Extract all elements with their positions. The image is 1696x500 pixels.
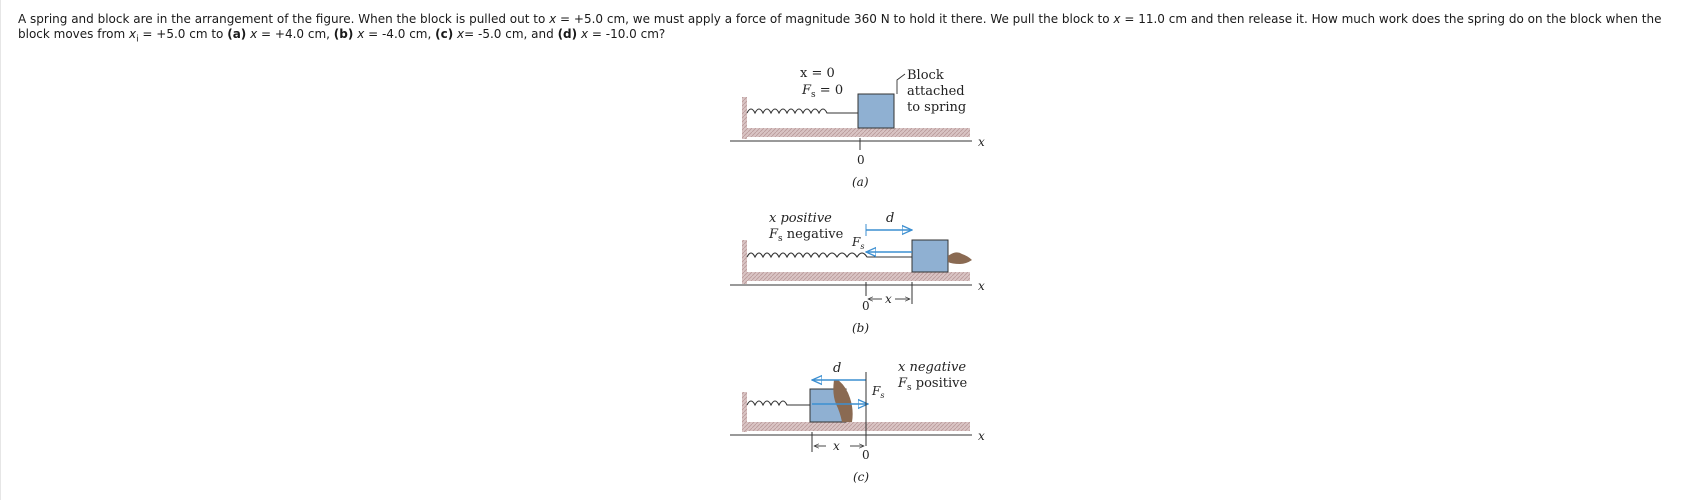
callout-line: [896, 73, 906, 94]
part-b-label: (b): [333, 27, 354, 41]
var-x: x: [549, 12, 557, 26]
part-a-label: (a): [227, 27, 247, 41]
label-x-positive: x positive: [769, 211, 832, 226]
panel-b: x positive Fs negative d Fs x x 0 (b): [730, 211, 985, 335]
block: [857, 93, 895, 129]
wall: [742, 240, 747, 284]
caption-b: (b): [852, 321, 869, 335]
hand: [948, 252, 972, 264]
floor: [742, 422, 970, 431]
caption-c: (c): [853, 470, 869, 484]
wall: [742, 97, 747, 139]
floor: [742, 272, 970, 281]
label-d: d: [886, 211, 894, 226]
block: [911, 239, 949, 273]
spring: [746, 252, 912, 259]
hand: [833, 380, 853, 422]
label-fs-negative: Fs negative: [768, 227, 844, 244]
disp-label: x: [833, 439, 840, 453]
var-x: x: [1113, 12, 1121, 26]
caption-a: (a): [852, 175, 869, 189]
label-fs-zero: Fs = 0: [801, 83, 843, 100]
spring: [746, 400, 812, 407]
var-xi: x: [128, 27, 137, 41]
disp-label: x: [885, 292, 892, 306]
spring: [746, 108, 860, 115]
axis-label: x: [978, 429, 985, 443]
label-fs: Fs: [871, 384, 884, 400]
label-d: d: [833, 361, 841, 376]
callout-text-3: to spring: [907, 100, 966, 115]
axis-label: x: [978, 279, 985, 293]
zero-label: 0: [857, 153, 865, 167]
label-x-zero: x = 0: [800, 66, 835, 81]
left-border: [0, 0, 1, 500]
problem-statement: A spring and block are in the arrangemen…: [18, 12, 1662, 45]
floor: [742, 128, 970, 137]
part-c-label: (c): [435, 27, 454, 41]
label-fs-positive: Fs positive: [897, 376, 967, 393]
wall: [742, 392, 747, 432]
axis-label: x: [978, 135, 985, 149]
panel-c: x negative Fs positive d Fs x x 0 (c): [730, 360, 985, 484]
panel-a: x = 0 Fs = 0 Block attached to spring x …: [730, 66, 985, 189]
part-d-label: (d): [557, 27, 578, 41]
label-x-negative: x negative: [898, 360, 966, 375]
zero-label: 0: [862, 299, 870, 313]
callout-text-2: attached: [907, 84, 965, 99]
callout-text-1: Block: [907, 68, 944, 83]
zero-label: 0: [862, 448, 870, 462]
label-fs: Fs: [851, 235, 864, 251]
